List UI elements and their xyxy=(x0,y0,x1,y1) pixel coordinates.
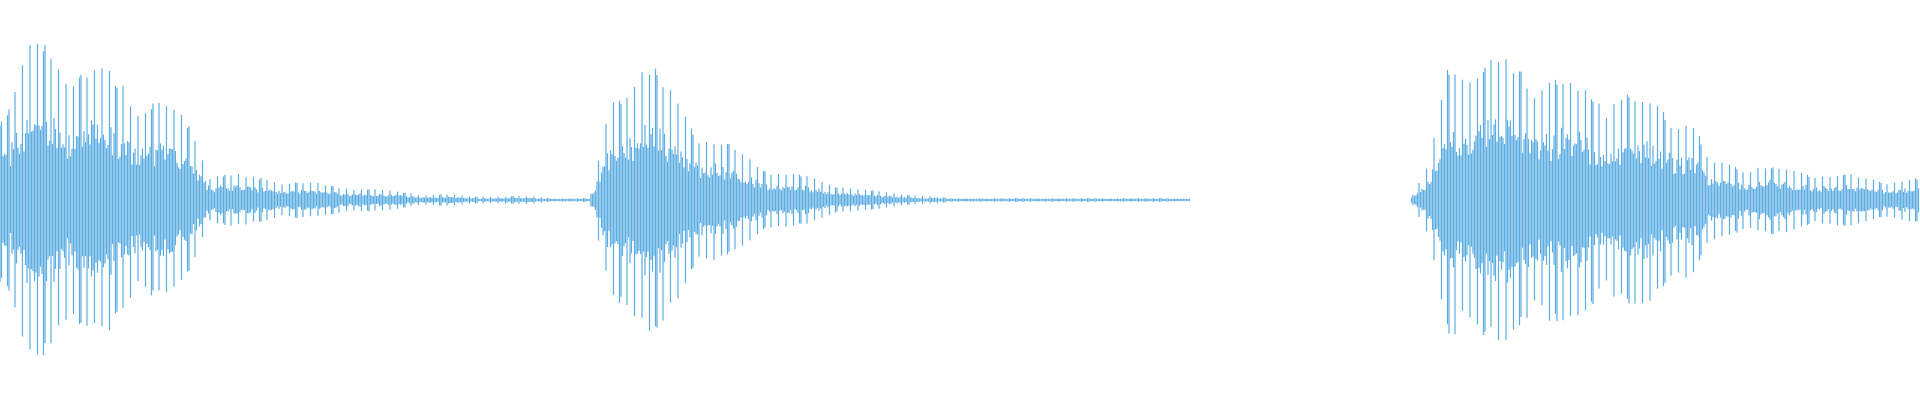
waveform-series xyxy=(0,43,1920,356)
